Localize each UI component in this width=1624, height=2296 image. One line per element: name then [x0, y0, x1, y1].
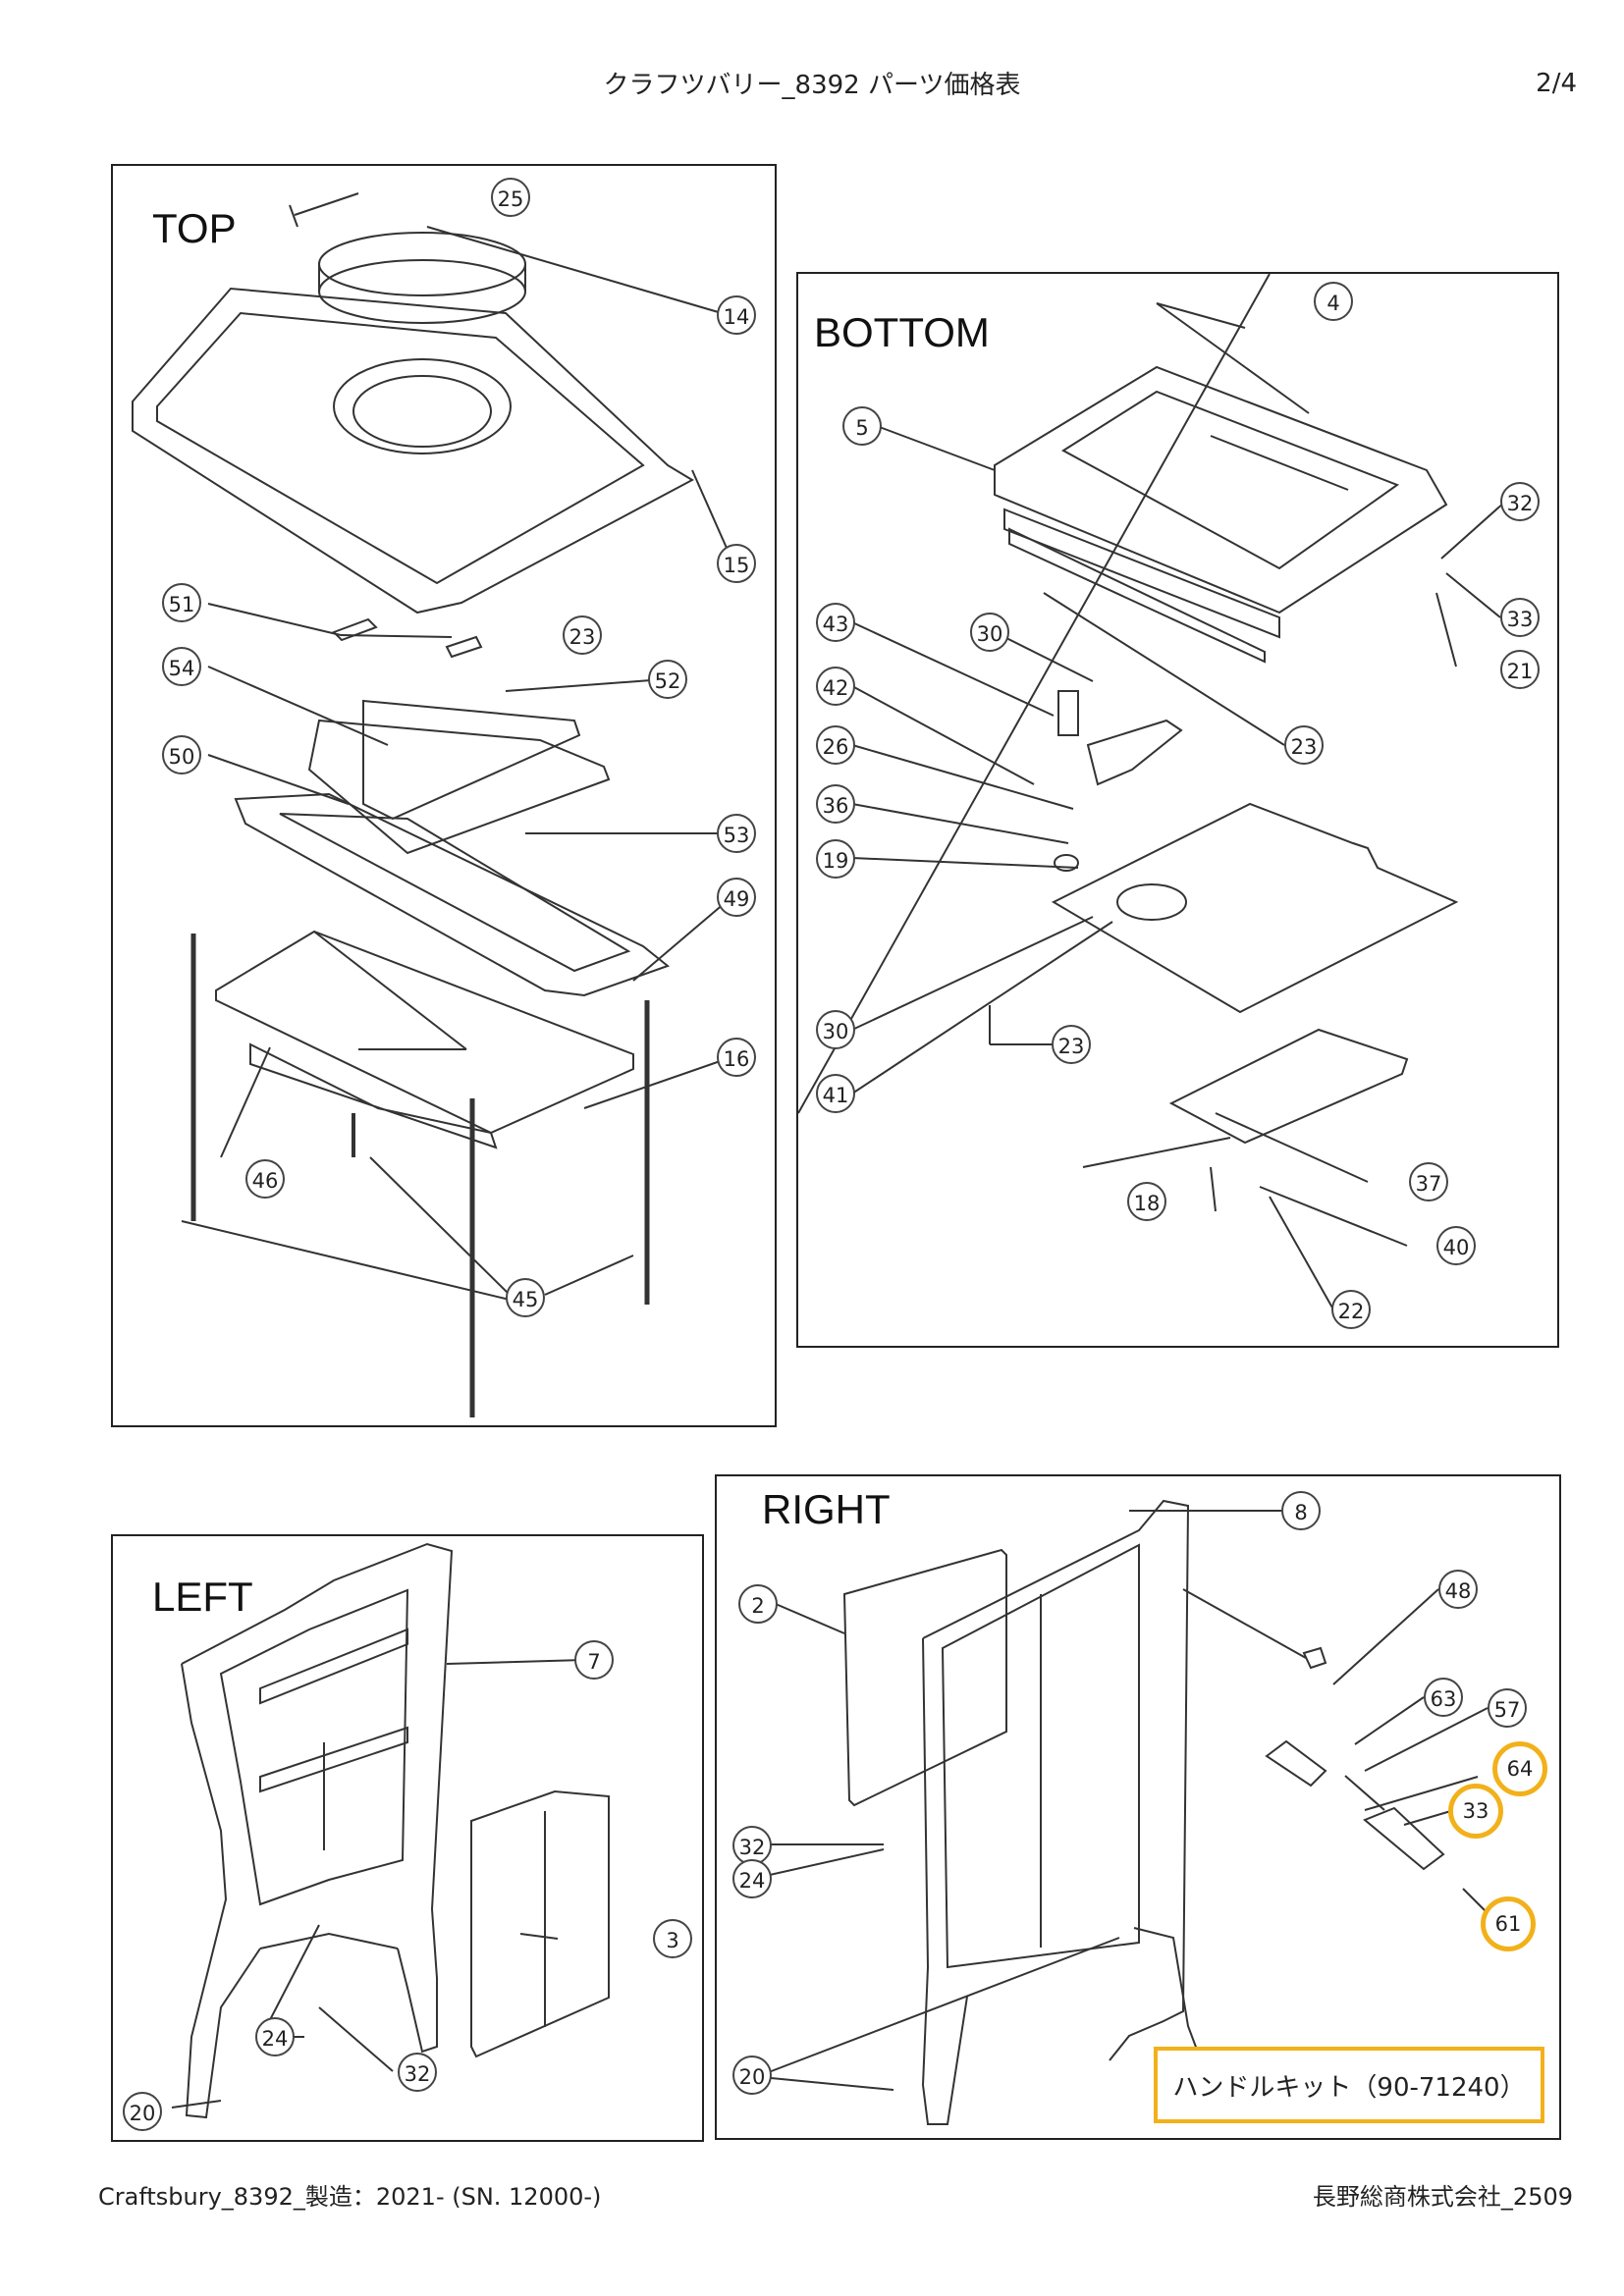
callout-19: 19	[816, 839, 855, 879]
callout-23a: 23	[1284, 725, 1324, 765]
callout-2: 2	[738, 1584, 778, 1624]
callout-32: 32	[398, 2053, 437, 2092]
callout-32: 32	[1500, 482, 1540, 521]
page-number: 2/4	[1536, 69, 1577, 98]
panel-bottom: BOTTOM 4 5 32 33 21 43 30 42 23 26 36 19…	[796, 272, 1559, 1348]
callout-3: 3	[653, 1919, 692, 1958]
handle-kit-label: ハンドルキット（90-71240）	[1154, 2047, 1544, 2123]
callout-18: 18	[1127, 1182, 1166, 1221]
footer-company: 長野総商株式会社_2509	[1312, 2183, 1573, 2211]
callout-49: 49	[717, 878, 756, 917]
bottom-exploded-diagram	[798, 274, 1506, 1310]
callout-43: 43	[816, 603, 855, 642]
callout-5: 5	[842, 406, 882, 446]
callout-61-highlighted: 61	[1481, 1896, 1536, 1951]
footer-model-info: Craftsbury_8392_製造：2021- (SN. 12000-)	[98, 2183, 602, 2211]
callout-21: 21	[1500, 650, 1540, 689]
top-exploded-diagram	[132, 192, 734, 1417]
page-title: クラフツバリー_8392 パーツ価格表	[603, 71, 1021, 100]
callout-24: 24	[732, 1859, 772, 1898]
callout-20: 20	[732, 2056, 772, 2095]
panel-top: TOP 25 14 15 51 23 54 52 50 53 49 16 46 …	[111, 164, 777, 1427]
callout-36: 36	[816, 784, 855, 824]
callout-23: 23	[563, 615, 602, 655]
callout-33-highlighted: 33	[1448, 1784, 1503, 1839]
callout-46: 46	[245, 1159, 285, 1199]
callout-41: 41	[816, 1074, 855, 1113]
callout-54: 54	[162, 647, 201, 686]
callout-30b: 30	[816, 1010, 855, 1049]
callout-64-highlighted: 64	[1492, 1741, 1547, 1796]
callout-53: 53	[717, 814, 756, 853]
callout-8: 8	[1281, 1491, 1321, 1530]
panel-left: LEFT 7 3 24 32 20	[111, 1534, 704, 2142]
callout-50: 50	[162, 735, 201, 774]
callout-4: 4	[1314, 282, 1353, 321]
callout-25: 25	[491, 178, 530, 217]
panel-label-bottom: BOTTOM	[814, 309, 990, 355]
callout-40: 40	[1436, 1226, 1476, 1265]
callout-26: 26	[816, 725, 855, 765]
callout-52: 52	[648, 660, 687, 699]
callout-30a: 30	[970, 613, 1009, 652]
callout-16: 16	[717, 1038, 756, 1077]
callout-24: 24	[255, 2017, 295, 2056]
callout-15: 15	[717, 544, 756, 583]
left-exploded-diagram	[171, 1542, 610, 2119]
callout-14: 14	[717, 295, 756, 335]
callout-33: 33	[1500, 598, 1540, 637]
callout-51: 51	[162, 583, 201, 622]
callout-23b: 23	[1052, 1025, 1091, 1064]
callout-20: 20	[123, 2092, 162, 2131]
callout-63: 63	[1424, 1678, 1463, 1717]
callout-22: 22	[1331, 1290, 1371, 1329]
callout-7: 7	[574, 1640, 614, 1680]
callout-57: 57	[1488, 1688, 1527, 1728]
callout-42: 42	[816, 667, 855, 706]
panel-label-left: LEFT	[152, 1574, 253, 1620]
right-exploded-diagram	[760, 1499, 1493, 2125]
panel-label-top: TOP	[152, 205, 237, 251]
callout-45: 45	[506, 1278, 545, 1317]
callout-32: 32	[732, 1826, 772, 1865]
callout-48: 48	[1438, 1570, 1478, 1609]
panel-right: RIGHT 8 2 48 63 57 64 33 32 24 61 20 ハンド…	[715, 1474, 1561, 2140]
callout-37: 37	[1409, 1162, 1448, 1201]
panel-label-right: RIGHT	[762, 1486, 891, 1532]
